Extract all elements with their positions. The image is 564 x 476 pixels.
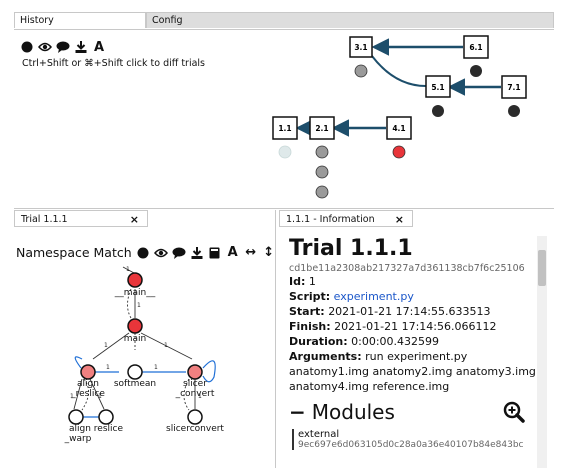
script-link[interactable]: experiment.py [333,290,414,303]
graph-node-label: slicerconvert [166,424,224,434]
graph-node-align-reslice[interactable]: align _reslice [70,364,105,399]
panel-divider [14,208,554,209]
zoom-in-icon[interactable] [503,401,525,427]
vertical-arrows-icon[interactable]: ↕ [263,245,275,260]
trial-arguments-row: Arguments: run experiment.py [289,350,468,363]
history-node-label: 3.1 [354,43,367,52]
font-icon[interactable]: A [93,39,105,55]
svg-text:align: align [77,379,99,389]
trial-id-row: Id: 1 [289,275,316,288]
trial-panel-tab[interactable]: Trial 1.1.1 × [14,210,148,227]
trial-title: Trial 1.1.1 [289,236,413,261]
diff-hint-text: Ctrl+Shift or ⌘+Shift click to diff tria… [22,58,206,69]
close-icon[interactable]: × [129,213,139,226]
info-scrollbar[interactable] [537,236,547,468]
svg-text:_convert: _convert [175,389,215,399]
graph-node-label: __main__ [114,288,156,298]
history-node-6.1[interactable]: 6.1 [463,35,489,77]
eye-icon[interactable] [38,40,52,54]
tab-config[interactable]: Config [146,12,554,28]
svg-text:1: 1 [106,364,110,371]
trial-finish-row: Finish: 2021-01-21 17:14:56.066112 [289,320,497,333]
graph-node-label: main [124,334,147,344]
svg-text:1: 1 [104,342,108,349]
trial-arguments-line2: anatomy1.img anatomy2.img anatomy3.img [289,365,536,378]
history-node-label: 5.1 [431,83,444,92]
history-node-label: 7.1 [507,83,520,92]
module-item[interactable]: external 9ec697e6d063105d0c28a0a36e40107… [292,429,523,450]
tab-history[interactable]: History [14,12,146,28]
history-node-3.1[interactable]: 3.1 [349,36,373,78]
info-panel-tab-label: 1.1.1 - Information [286,214,375,225]
svg-text:1: 1 [164,342,168,349]
modules-header[interactable]: − Modules [289,400,395,424]
eye-icon[interactable] [153,246,168,260]
history-node-1.1[interactable]: 1.1 [272,116,298,159]
graph-node-softmean[interactable]: softmean [114,364,156,389]
collapse-icon[interactable]: − [289,400,306,424]
graph-node-main-root[interactable]: __main__ [114,272,156,298]
history-node-2.1[interactable]: 2.1 [309,116,335,199]
history-graph: 3.1 6.1 5.1 7.1 1.1 2.1 4.1 [272,35,527,199]
speech-bubble-icon[interactable] [56,40,70,54]
trial-script-row: Script: experiment.py [289,290,414,303]
graph-node-align-reslice-warp[interactable]: align reslice _warp [64,409,124,444]
graph-node-slicer-convert[interactable]: slicer _convert [175,364,215,399]
history-node-label: 4.1 [392,124,405,133]
tab-history-label: History [20,15,54,26]
info-panel-tab[interactable]: 1.1.1 - Information × [279,210,413,227]
module-name: external [298,429,340,440]
panel-splitter[interactable] [275,210,276,468]
trial-hash: cd1be11a2308ab217327a7d361138cb7f6c25106 [289,263,525,274]
edge-labels: 1 1 1 1 1 1 1 1 1 [70,266,202,400]
svg-text:align reslice: align reslice [69,424,123,434]
font-icon[interactable]: A [227,245,238,260]
graph-node-slicerconvert[interactable]: slicerconvert [166,409,224,434]
tab-config-label: Config [152,15,183,26]
top-tab-bar: History Config [14,12,554,30]
svg-text:1: 1 [98,393,102,400]
info-scrollbar-thumb[interactable] [538,250,546,286]
svg-text:1: 1 [70,393,74,400]
svg-text:1: 1 [137,302,141,309]
history-node-label: 1.1 [278,124,291,133]
book-icon[interactable] [208,246,222,260]
svg-text:slicer: slicer [183,379,207,389]
history-node-label: 2.1 [315,124,328,133]
trial-panel-tab-label: Trial 1.1.1 [21,214,68,225]
history-node-7.1[interactable]: 7.1 [501,75,527,117]
svg-text:1: 1 [154,364,158,371]
namespace-match-label: Namespace Match [16,245,132,260]
download-icon[interactable] [74,40,88,54]
download-icon[interactable] [190,246,204,260]
edge-3.1-5.1 [371,55,427,87]
trial-start-row: Start: 2021-01-21 17:14:55.633513 [289,305,491,318]
history-node-label: 6.1 [469,43,482,52]
svg-text:_warp: _warp [64,434,92,444]
module-hash: 9ec697e6d063105d0c28a0a36e40107b84e843bc [298,440,524,450]
trial-duration-row: Duration: 0:00:00.432599 [289,335,440,348]
modules-title: Modules [311,400,395,424]
speech-bubble-icon[interactable] [172,246,186,260]
namespace-toolbar: Namespace Match A ↔ ↕ [16,245,276,260]
circle-icon[interactable] [20,40,34,54]
close-icon[interactable]: × [394,213,404,226]
trial-arguments-line3: anatomy4.img reference.img [289,380,450,393]
graph-node-main[interactable]: main [124,318,147,344]
history-node-5.1[interactable]: 5.1 [425,75,451,117]
svg-text:1: 1 [198,393,202,400]
svg-text:1: 1 [126,266,130,273]
trial-info: Trial 1.1.1 cd1be11a2308ab217327a7d36113… [289,236,537,394]
graph-node-label: softmean [114,379,156,389]
trial-graph: 1 1 1 1 1 1 1 1 1 __main__ main align _r… [64,266,225,444]
history-toolbar: A [20,39,106,55]
history-node-4.1[interactable]: 4.1 [386,116,412,159]
horizontal-arrows-icon[interactable]: ↔ [245,245,257,260]
svg-text:_reslice: _reslice [70,389,105,399]
circle-icon[interactable] [136,246,150,260]
